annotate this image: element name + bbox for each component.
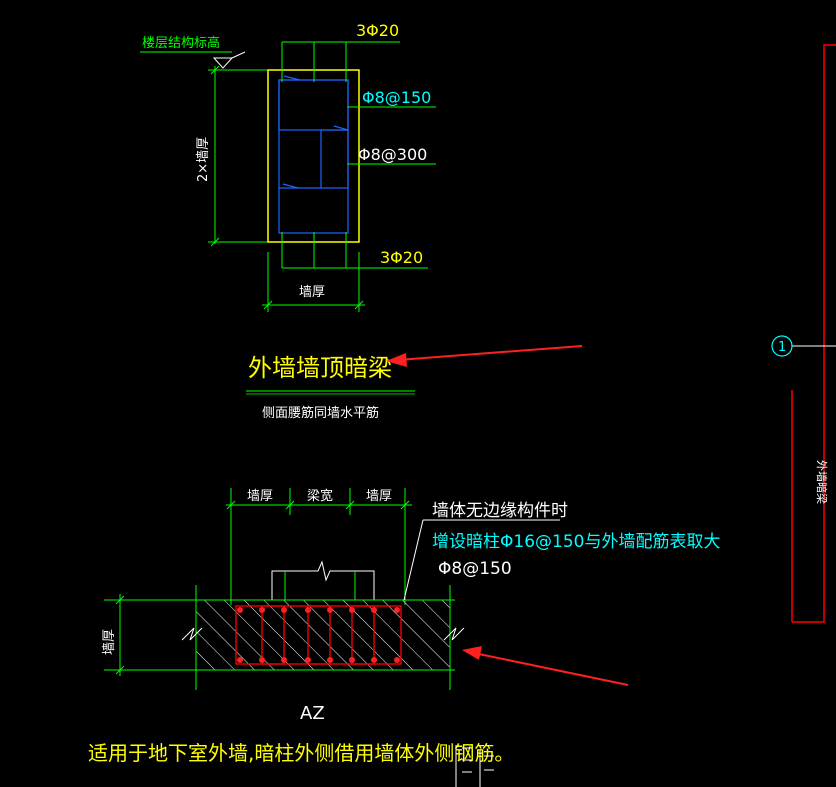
title-arrow-shaft: [397, 345, 583, 361]
dim-beam-width: 梁宽: [307, 488, 333, 504]
plan-dim-tick-2: [285, 500, 295, 510]
rebar-cage: [278, 75, 349, 234]
inner-stirrup-upper: [278, 79, 349, 131]
note-leader: [403, 519, 424, 601]
height-dim-tick-top: [210, 65, 220, 75]
dim-wall-right: 墙厚: [366, 489, 392, 504]
floor-elevation-label: 楼层结构标高: [142, 35, 220, 51]
hook-1: [283, 75, 301, 81]
title-arrow-head: [386, 353, 407, 367]
wall-thickness-tick-top: [115, 595, 125, 605]
axis-number: 1: [778, 340, 786, 355]
main-title: 外墙墙顶暗梁: [248, 354, 392, 382]
plan-arrow-head: [462, 646, 482, 660]
axis-bubble: [771, 335, 793, 357]
inner-tie-box: [320, 129, 349, 189]
break-symbol-left: [181, 627, 203, 641]
right-vertical-label: 外墙暗梁: [815, 460, 829, 504]
section-name: AZ: [300, 703, 325, 724]
plan-stirrup-label: Φ8@150: [438, 559, 512, 579]
hidden-column-bars: [237, 607, 400, 663]
title-group: 外墙墙顶暗梁 侧面腰筋同墙水平筋: [246, 345, 583, 421]
beam-outline: [267, 69, 360, 243]
plan-arrow-shaft: [473, 652, 629, 686]
elevation-triangle: [212, 57, 234, 69]
panel-border: [792, 44, 836, 623]
hook-2: [333, 125, 349, 131]
bottom-bar-label: 3Φ20: [380, 248, 423, 267]
width-label: 墙厚: [299, 285, 325, 300]
hidden-column-tie-1: [261, 605, 285, 665]
elevation-extension: [231, 51, 246, 59]
beam-section-group: 楼层结构标高 2×墙厚 3Φ20 Φ8@150 Φ8@30: [140, 21, 436, 312]
plan-dim-tick-3: [345, 500, 355, 510]
dim-wall-left: 墙厚: [247, 489, 273, 504]
wall-hatched-band: [196, 600, 450, 670]
width-dim-tick-left: [263, 300, 273, 310]
wall-thickness-tick-bottom: [115, 665, 125, 675]
plan-dim-tick-1: [226, 500, 236, 510]
footer-note: 适用于地下室外墙,暗柱外侧借用墙体外侧钢筋。: [88, 741, 514, 765]
tie-label: Φ8@300: [358, 145, 427, 164]
upper-wall-outline: [271, 560, 375, 600]
break-symbol-right: [443, 627, 465, 641]
wall-plan-group: 墙厚 梁宽 墙厚: [102, 488, 720, 724]
outer-stirrup: [278, 79, 349, 234]
title-note: 侧面腰筋同墙水平筋: [262, 405, 379, 421]
note-line-1: 墙体无边缘构件时: [432, 501, 568, 521]
top-bar-label: 3Φ20: [356, 21, 399, 40]
stirrup-label: Φ8@150: [362, 88, 431, 107]
plan-dim-tick-4: [400, 500, 410, 510]
hook-3: [282, 183, 299, 189]
height-dim-tick-bottom: [210, 237, 220, 247]
width-dim-tick-right: [354, 300, 364, 310]
height-label: 2×墙厚: [196, 137, 211, 182]
hidden-column-tie-3: [351, 605, 375, 665]
clipped-vertical-text: [455, 745, 494, 787]
hidden-column-tie-2: [307, 605, 331, 665]
hidden-column-rebar: [235, 605, 402, 665]
wall-thickness-label: 墙厚: [102, 629, 117, 655]
right-panel: 1 外墙暗梁: [771, 44, 836, 623]
note-line-2: 增设暗柱Φ16@150与外墙配筋表取大: [432, 532, 720, 552]
